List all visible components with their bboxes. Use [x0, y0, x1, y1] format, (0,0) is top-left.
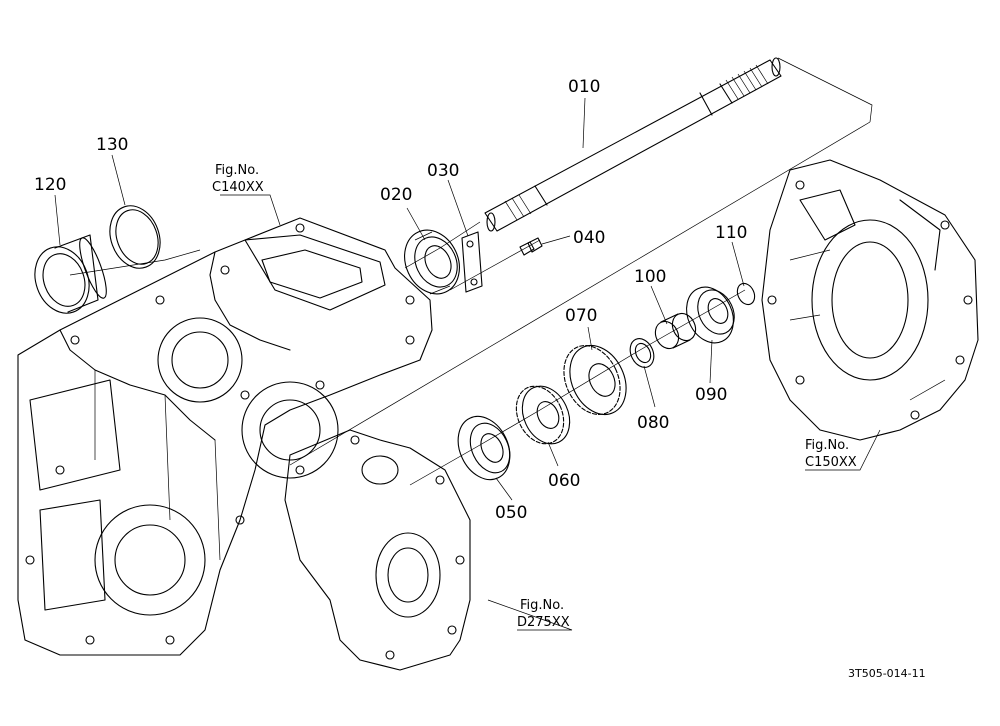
part-label-090: 090: [695, 385, 727, 405]
part-label-130: 130: [96, 135, 128, 155]
part-040-bolt: [519, 237, 543, 256]
part-label-010: 010: [568, 77, 600, 97]
part-030-plate: [461, 231, 483, 293]
part-050-bearing: [457, 415, 511, 481]
part-060-gear: [515, 385, 571, 445]
part-120-seal-cap: [34, 234, 107, 314]
part-label-030: 030: [427, 161, 459, 181]
part-label-120: 120: [34, 175, 66, 195]
part-110-circlip: [736, 282, 756, 306]
part-label-100: 100: [634, 267, 666, 287]
part-label-040: 040: [573, 228, 605, 248]
part-label-110: 110: [715, 223, 747, 243]
leader-lines: [54, 97, 881, 631]
clutch-housing-drawing: [761, 159, 979, 441]
drawing-code: 3T505-014-11: [848, 667, 926, 680]
part-100-collar: [654, 312, 697, 350]
fig-ref-d275-line2: D275XX: [517, 615, 570, 630]
front-cover-plate-drawing: [284, 429, 471, 671]
part-080-washer: [629, 338, 655, 368]
fig-ref-c150-line2: C150XX: [805, 455, 857, 470]
part-label-060: 060: [548, 471, 580, 491]
part-label-070: 070: [565, 306, 597, 326]
part-020-bearing: [404, 229, 460, 295]
part-070-gear: [563, 345, 627, 415]
part-label-050: 050: [495, 503, 527, 523]
figure-references: Fig.No. C140XX Fig.No. C150XX Fig.No. D2…: [212, 163, 857, 630]
part-090-bearing: [686, 286, 735, 344]
part-label-080: 080: [637, 413, 669, 433]
fig-ref-c150-line1: Fig.No.: [805, 438, 849, 453]
part-010-shaft: [484, 57, 782, 232]
fig-ref-c140-line2: C140XX: [212, 180, 264, 195]
part-labels: 010 020 030 040 050 060 070 080 090 100 …: [34, 77, 747, 523]
assembly-axis-lines: [69, 57, 873, 486]
fig-ref-d275-line1: Fig.No.: [520, 598, 564, 613]
fig-ref-c140-line1: Fig.No.: [215, 163, 259, 178]
part-label-020: 020: [380, 185, 412, 205]
transmission-case-drawing: [17, 217, 433, 656]
part-130-snap-ring: [109, 205, 161, 269]
